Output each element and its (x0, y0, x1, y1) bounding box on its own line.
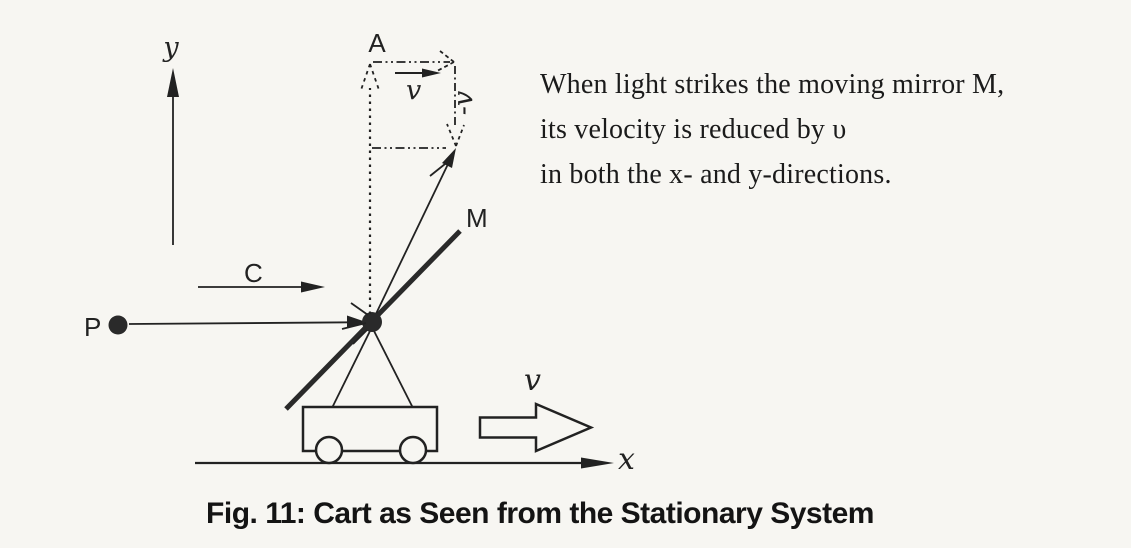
light-speed-label: C (244, 258, 263, 288)
figure-caption: Fig. 11: Cart as Seen from the Stationar… (206, 497, 874, 530)
source-point-label: P (84, 312, 101, 342)
top-dashdot-line (373, 50, 455, 72)
source-point-dot (108, 315, 128, 335)
v-horizontal-label: v (406, 75, 421, 106)
right-dashdot-line (446, 66, 465, 147)
vertical-dotted-line (360, 63, 380, 314)
y-axis-label: y (162, 32, 179, 63)
apex-point-label: A (368, 28, 386, 58)
x-axis-arrow (195, 457, 614, 469)
reflected-ray-arrow (373, 148, 456, 319)
cart-struts (330, 328, 415, 411)
reflection-point (341, 302, 382, 345)
v-cart-label: v (524, 363, 541, 398)
mirror-label: M (466, 203, 488, 233)
x-axis-label: x (618, 442, 635, 477)
v-negative-label: -v (448, 91, 479, 115)
annotation-line-1: When light strikes the moving mirror M, (540, 69, 1005, 100)
annotation-text: When light strikes the moving mirror M, … (540, 62, 1060, 197)
cart-velocity-arrow (478, 402, 595, 453)
cart-wheel-left (314, 435, 344, 465)
annotation-line-3: in both the x- and y-directions. (540, 159, 892, 190)
annotation-line-2: its velocity is reduced by υ (540, 114, 847, 145)
cart-wheel-right (398, 435, 428, 465)
incident-ray-arrow (128, 315, 366, 329)
light-speed-arrow (198, 281, 325, 293)
y-axis-arrow (167, 68, 179, 245)
v-displacement-arrow (395, 68, 441, 78)
